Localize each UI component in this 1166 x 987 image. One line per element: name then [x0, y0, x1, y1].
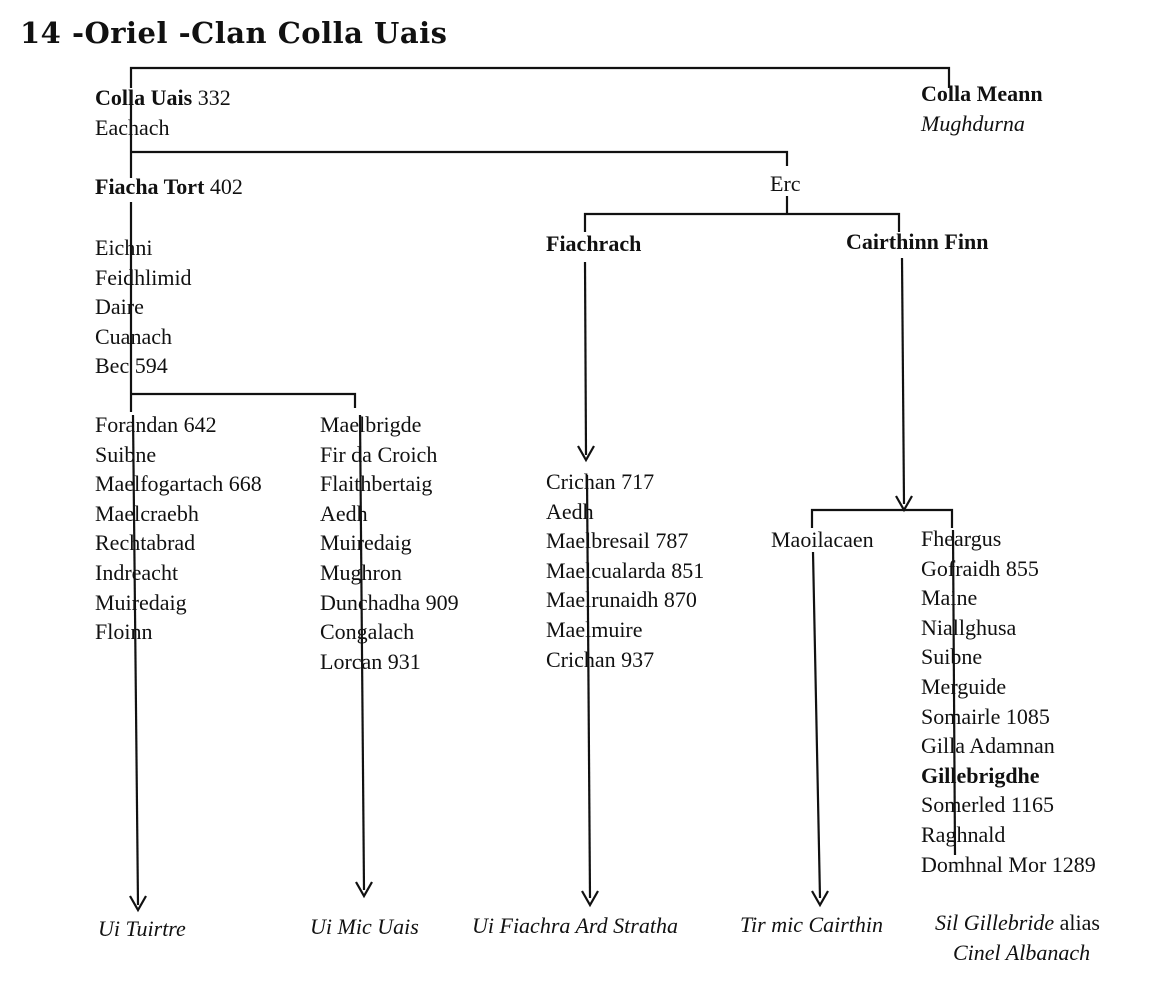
- person: Daire: [95, 294, 144, 320]
- crichan-line: Crichan 717 Aedh Maelbresail 787 Maelcua…: [546, 467, 704, 674]
- person: Muiredaig: [320, 530, 412, 556]
- outcome-tir-mic-cairthin: Tir mic Cairthin: [740, 912, 884, 937]
- person: Rechtabrad: [95, 530, 196, 556]
- person: Indreacht: [95, 559, 179, 585]
- person: Somerled 1165: [921, 792, 1054, 818]
- person: Aedh: [320, 500, 368, 526]
- colla-uais-name: Colla Uais: [95, 85, 193, 110]
- person: Gilla Adamnan: [921, 733, 1055, 759]
- person: Cuanach: [95, 323, 172, 349]
- person: Suibne: [921, 644, 983, 670]
- person: Merguide: [921, 673, 1007, 699]
- mughdurna: Mughdurna: [921, 111, 1025, 136]
- person: Suibne: [95, 441, 157, 467]
- person-gillebrigdhe: Gillebrigdhe: [921, 762, 1040, 788]
- colla-uais-year: 332: [197, 85, 231, 110]
- fiachrach: Fiachrach: [546, 231, 642, 256]
- fiacha-tort-year: 402: [209, 174, 243, 199]
- cairthinn-finn: Cairthinn Finn: [846, 229, 989, 254]
- person: Raghnald: [921, 821, 1006, 847]
- colla-meann: Colla Meann: [921, 81, 1043, 106]
- person: Fir da Croich: [320, 441, 438, 467]
- person: Dunchadha 909: [320, 589, 459, 615]
- person: Domhnal Mor 1289: [921, 851, 1096, 877]
- person: Crichan 937: [546, 646, 655, 672]
- person: Niallghusa: [921, 614, 1017, 640]
- person: Flaithbertaig: [320, 471, 433, 497]
- fiacha-tort: Fiacha Tort 402: [95, 173, 243, 201]
- person: Feidhlimid: [95, 264, 192, 290]
- person: Forandan 642: [95, 412, 217, 437]
- person: Maelbrigde: [320, 412, 422, 437]
- outcome-ui-fiachra: Ui Fiachra Ard Stratha: [472, 913, 678, 938]
- fiacha-line: Eichni Feidhlimid Daire Cuanach Bec 594: [95, 233, 192, 381]
- maelbrigde-line: Maelbrigde Fir da Croich Flaithbertaig A…: [320, 410, 459, 676]
- person: Bec 594: [95, 353, 168, 379]
- outcome-ui-tuirtre: Ui Tuirtre: [98, 916, 186, 941]
- person: Mughron: [320, 559, 402, 585]
- person: Crichan 717: [546, 469, 655, 494]
- forandan-line: Forandan 642 Suibne Maelfogartach 668 Ma…: [95, 410, 262, 647]
- eachach: Eachach: [95, 115, 170, 140]
- person: Maelfogartach 668: [95, 471, 262, 497]
- person: Maine: [921, 585, 978, 611]
- person: Maelrunaidh 870: [546, 587, 697, 613]
- fiacha-tort-name: Fiacha Tort: [95, 174, 205, 199]
- person: Floinn: [95, 619, 153, 645]
- person: Maelbresail 787: [546, 528, 689, 554]
- outcome-sil-gillebride: Sil Gillebride alias: [935, 909, 1100, 937]
- person: Maelcualarda 851: [546, 557, 705, 583]
- erc: Erc: [770, 171, 801, 196]
- person: Maelcraebh: [95, 500, 199, 526]
- person: Eichni: [95, 235, 153, 260]
- colla-uais: Colla Uais 332: [95, 84, 231, 112]
- sil-gillebride: Sil Gillebride: [935, 910, 1055, 935]
- person: Maelmuire: [546, 616, 643, 642]
- person: Somairle 1085: [921, 703, 1050, 729]
- person: Aedh: [546, 498, 594, 524]
- page-title: 14 -Oriel -Clan Colla Uais: [20, 16, 448, 50]
- outcome-cinel-albanach: Cinel Albanach: [953, 940, 1091, 965]
- person: Lorcan 931: [320, 648, 421, 674]
- person: Gofraidh 855: [921, 555, 1039, 581]
- alias-word: alias: [1059, 910, 1100, 935]
- person: Muiredaig: [95, 589, 187, 615]
- outcome-ui-mic-uais: Ui Mic Uais: [310, 914, 419, 939]
- fheargus-line: Fheargus Gofraidh 855 Maine Niallghusa S…: [921, 524, 1096, 879]
- person: Congalach: [320, 619, 415, 645]
- person: Fheargus: [921, 526, 1002, 551]
- maoilacaen: Maoilacaen: [771, 527, 874, 552]
